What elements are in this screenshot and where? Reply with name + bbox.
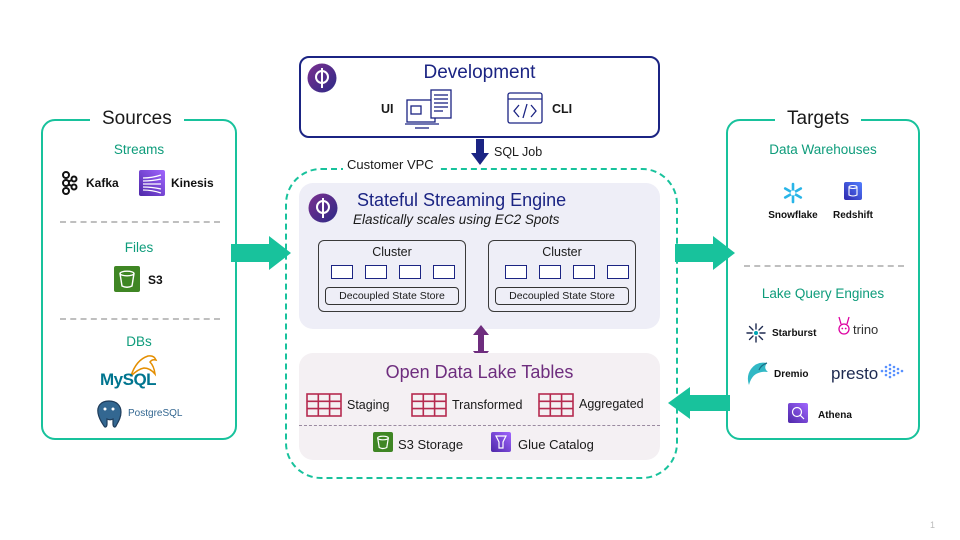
engine-logo-icon xyxy=(308,193,338,223)
engine-lake-bidirectional-arrow xyxy=(473,325,489,361)
aggregated-table-icon xyxy=(538,393,574,417)
cli-code-icon xyxy=(507,92,543,124)
glue-catalog-label: Glue Catalog xyxy=(518,437,594,452)
customer-vpc-label: Customer VPC xyxy=(343,157,438,172)
dremio-label: Dremio xyxy=(774,369,809,380)
sql-job-label: SQL Job xyxy=(494,145,543,159)
dbs-heading: DBs xyxy=(126,334,152,349)
page-number: 1 xyxy=(930,520,936,530)
postgresql-logo-text: PostgreSQL xyxy=(128,408,183,419)
cluster-node xyxy=(505,265,527,279)
data-warehouses-heading: Data Warehouses xyxy=(769,142,877,157)
snowflake-label: Snowflake xyxy=(768,210,818,221)
s3-storage-icon xyxy=(373,432,393,452)
mysql-dolphin-icon xyxy=(130,355,158,377)
cluster-node xyxy=(331,265,353,279)
ui-monitor-icon xyxy=(405,89,452,129)
engine-title: Stateful Streaming Engine xyxy=(357,190,567,210)
development-logo-icon xyxy=(307,63,337,93)
athena-label: Athena xyxy=(818,410,852,421)
decoupled-state-store: Decoupled State Store xyxy=(495,287,629,305)
staging-table-icon xyxy=(306,393,342,417)
mysql-logo-text: MySQL xyxy=(100,370,157,389)
sources-to-engine-arrow xyxy=(231,236,291,270)
transformed-label: Transformed xyxy=(452,398,523,412)
staging-label: Staging xyxy=(347,398,390,412)
trino-label: trino xyxy=(853,322,879,337)
engine-to-targets-arrow xyxy=(675,236,735,270)
sources-separator-2 xyxy=(60,318,220,320)
cluster-node xyxy=(607,265,629,279)
postgresql-elephant-icon xyxy=(97,400,122,428)
kafka-label: Kafka xyxy=(86,176,119,190)
files-heading: Files xyxy=(124,240,154,255)
dremio-icon xyxy=(747,362,768,385)
redshift-icon xyxy=(844,182,862,200)
cluster-node xyxy=(433,265,455,279)
sql-job-arrow xyxy=(471,139,489,165)
s3-bucket-icon xyxy=(114,266,140,292)
s3-source-label: S3 xyxy=(148,273,163,287)
redshift-label: Redshift xyxy=(833,210,873,221)
snowflake-icon xyxy=(783,182,803,204)
cluster-node xyxy=(399,265,421,279)
query-engines-to-lake-arrow xyxy=(668,387,730,419)
glue-catalog-icon xyxy=(491,432,511,452)
athena-icon xyxy=(788,403,808,423)
engine-subtitle: Elastically scales using EC2 Spots xyxy=(353,212,560,227)
presto-label: presto xyxy=(831,364,879,383)
cluster-title: Cluster xyxy=(542,245,582,259)
cli-label: CLI xyxy=(552,102,573,116)
lake-title: Open Data Lake Tables xyxy=(385,362,574,382)
cluster-node xyxy=(365,265,387,279)
cluster-title: Cluster xyxy=(372,245,412,259)
transformed-table-icon xyxy=(411,393,447,417)
trino-bunny-icon xyxy=(838,316,850,335)
sources-separator-1 xyxy=(60,221,220,223)
streams-heading: Streams xyxy=(113,142,165,157)
decoupled-state-store: Decoupled State Store xyxy=(325,287,459,305)
ui-label: UI xyxy=(381,102,394,116)
lake-divider xyxy=(299,425,660,426)
starburst-icon xyxy=(746,323,766,343)
kinesis-label: Kinesis xyxy=(171,176,214,190)
presto-dots-icon xyxy=(880,363,904,379)
targets-separator xyxy=(744,265,904,267)
kafka-icon xyxy=(62,171,78,195)
starburst-label: Starburst xyxy=(772,328,817,339)
aggregated-label: Aggregated xyxy=(579,397,644,411)
s3-storage-label: S3 Storage xyxy=(398,437,464,452)
development-title: Development xyxy=(423,62,536,83)
sources-title: Sources xyxy=(90,108,184,130)
targets-panel xyxy=(726,119,920,440)
data-lake-box xyxy=(299,353,660,460)
development-box xyxy=(299,56,660,138)
targets-title: Targets xyxy=(775,108,862,130)
lake-query-engines-heading: Lake Query Engines xyxy=(761,286,885,301)
cluster-node xyxy=(539,265,561,279)
kinesis-icon xyxy=(139,170,165,196)
customer-vpc-boundary xyxy=(285,168,678,479)
cluster-node xyxy=(573,265,595,279)
